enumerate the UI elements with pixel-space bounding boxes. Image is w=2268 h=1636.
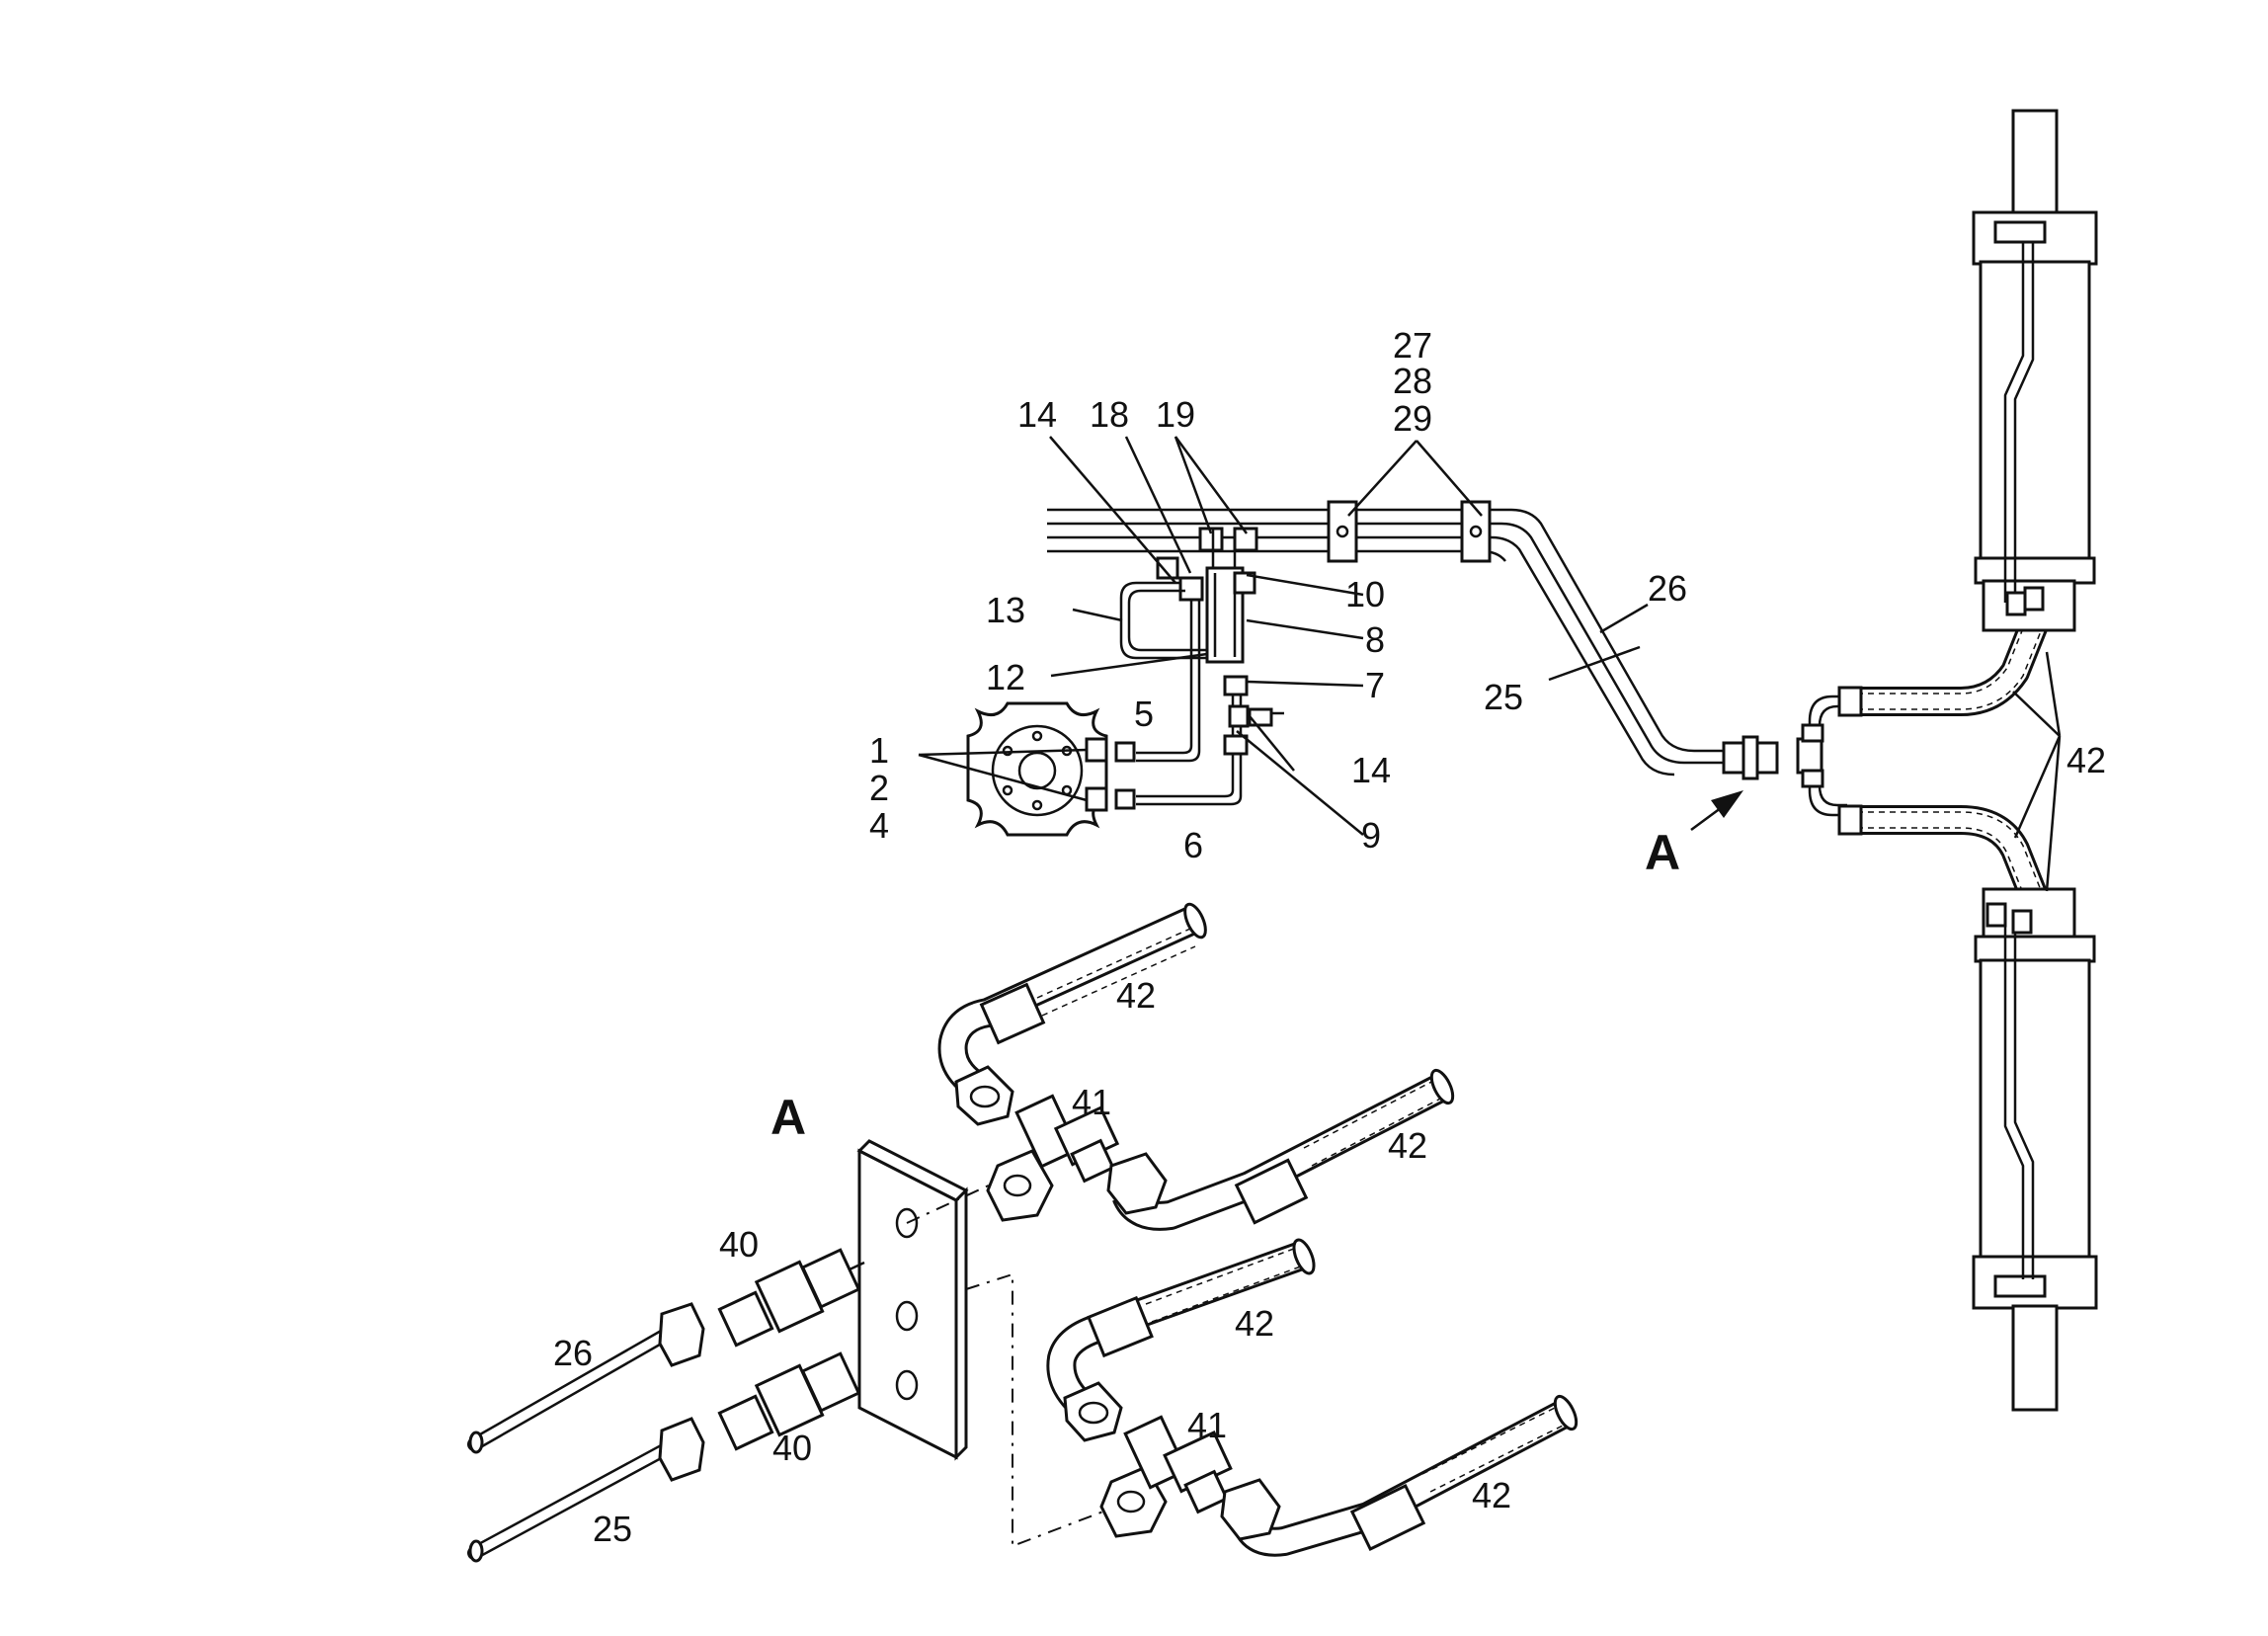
- label-28: 28: [1393, 361, 1432, 401]
- detail-label-42a: 42: [1116, 975, 1156, 1016]
- upper-actuator: [1972, 109, 2098, 632]
- bulkhead-connector: [1722, 695, 1847, 817]
- view-arrow-a: [1690, 790, 1743, 832]
- bulkhead-plate: [856, 1139, 969, 1461]
- label-29: 29: [1393, 398, 1432, 439]
- detail-a-title: A: [770, 1090, 806, 1145]
- pipe-26-detail: [467, 1302, 705, 1454]
- label-14-bottom: 14: [1351, 750, 1391, 790]
- detail-hose-42a: [937, 902, 1207, 1126]
- detail-label-25: 25: [593, 1509, 632, 1549]
- detail-label-41b: 41: [1187, 1405, 1227, 1445]
- label-7: 7: [1365, 665, 1385, 705]
- tee-41-bottom: [1099, 1415, 1233, 1538]
- union-40-bottom: [717, 1351, 861, 1451]
- label-8: 8: [1365, 619, 1385, 660]
- label-10: 10: [1345, 574, 1385, 614]
- detail-label-40a: 40: [719, 1224, 759, 1265]
- detail-label-42d: 42: [1472, 1475, 1511, 1515]
- label-13: 13: [986, 590, 1025, 630]
- label-12: 12: [986, 657, 1025, 697]
- label-18: 18: [1090, 394, 1129, 435]
- detail-label-42c: 42: [1235, 1303, 1274, 1344]
- detail-label-26: 26: [553, 1333, 593, 1373]
- pump-flange: [966, 701, 1136, 837]
- center-line-1: [906, 1183, 994, 1224]
- label-14-top: 14: [1017, 394, 1057, 435]
- center-line-2: [965, 1272, 1117, 1548]
- detail-hose-42d: [1220, 1394, 1579, 1557]
- bleed-fitting: [1228, 704, 1284, 728]
- label-1: 1: [869, 730, 889, 771]
- label-2: 2: [869, 768, 889, 808]
- detail-hose-42b: [1106, 1068, 1455, 1231]
- label-25: 25: [1484, 677, 1523, 717]
- pipe-25-detail: [467, 1417, 705, 1563]
- lower-actuator: [1972, 887, 2098, 1412]
- hose-upper-right: [1837, 616, 2049, 717]
- valve-block: [1156, 527, 1258, 756]
- label-26: 26: [1648, 568, 1687, 609]
- label-4: 4: [869, 805, 889, 846]
- label-19: 19: [1156, 394, 1195, 435]
- label-27: 27: [1393, 325, 1432, 366]
- pipe-clamp-2: [1460, 500, 1492, 563]
- detail-hose-42c: [1046, 1238, 1316, 1442]
- pipe-bundle: [1047, 508, 1724, 777]
- detail-label-40b: 40: [772, 1428, 812, 1468]
- detail-label-42b: 42: [1388, 1125, 1427, 1166]
- leader-lines: [918, 436, 2062, 892]
- label-42: 42: [2066, 740, 2106, 780]
- pipe-5: [1136, 600, 1193, 755]
- arrow-a-label: A: [1645, 825, 1680, 880]
- label-6: 6: [1183, 825, 1203, 865]
- label-5: 5: [1134, 694, 1154, 734]
- detail-label-41a: 41: [1072, 1082, 1111, 1122]
- label-9: 9: [1361, 815, 1381, 856]
- union-40-top: [717, 1248, 865, 1348]
- hose-lower-right: [1837, 804, 2049, 905]
- tee-41-top: [986, 1094, 1120, 1222]
